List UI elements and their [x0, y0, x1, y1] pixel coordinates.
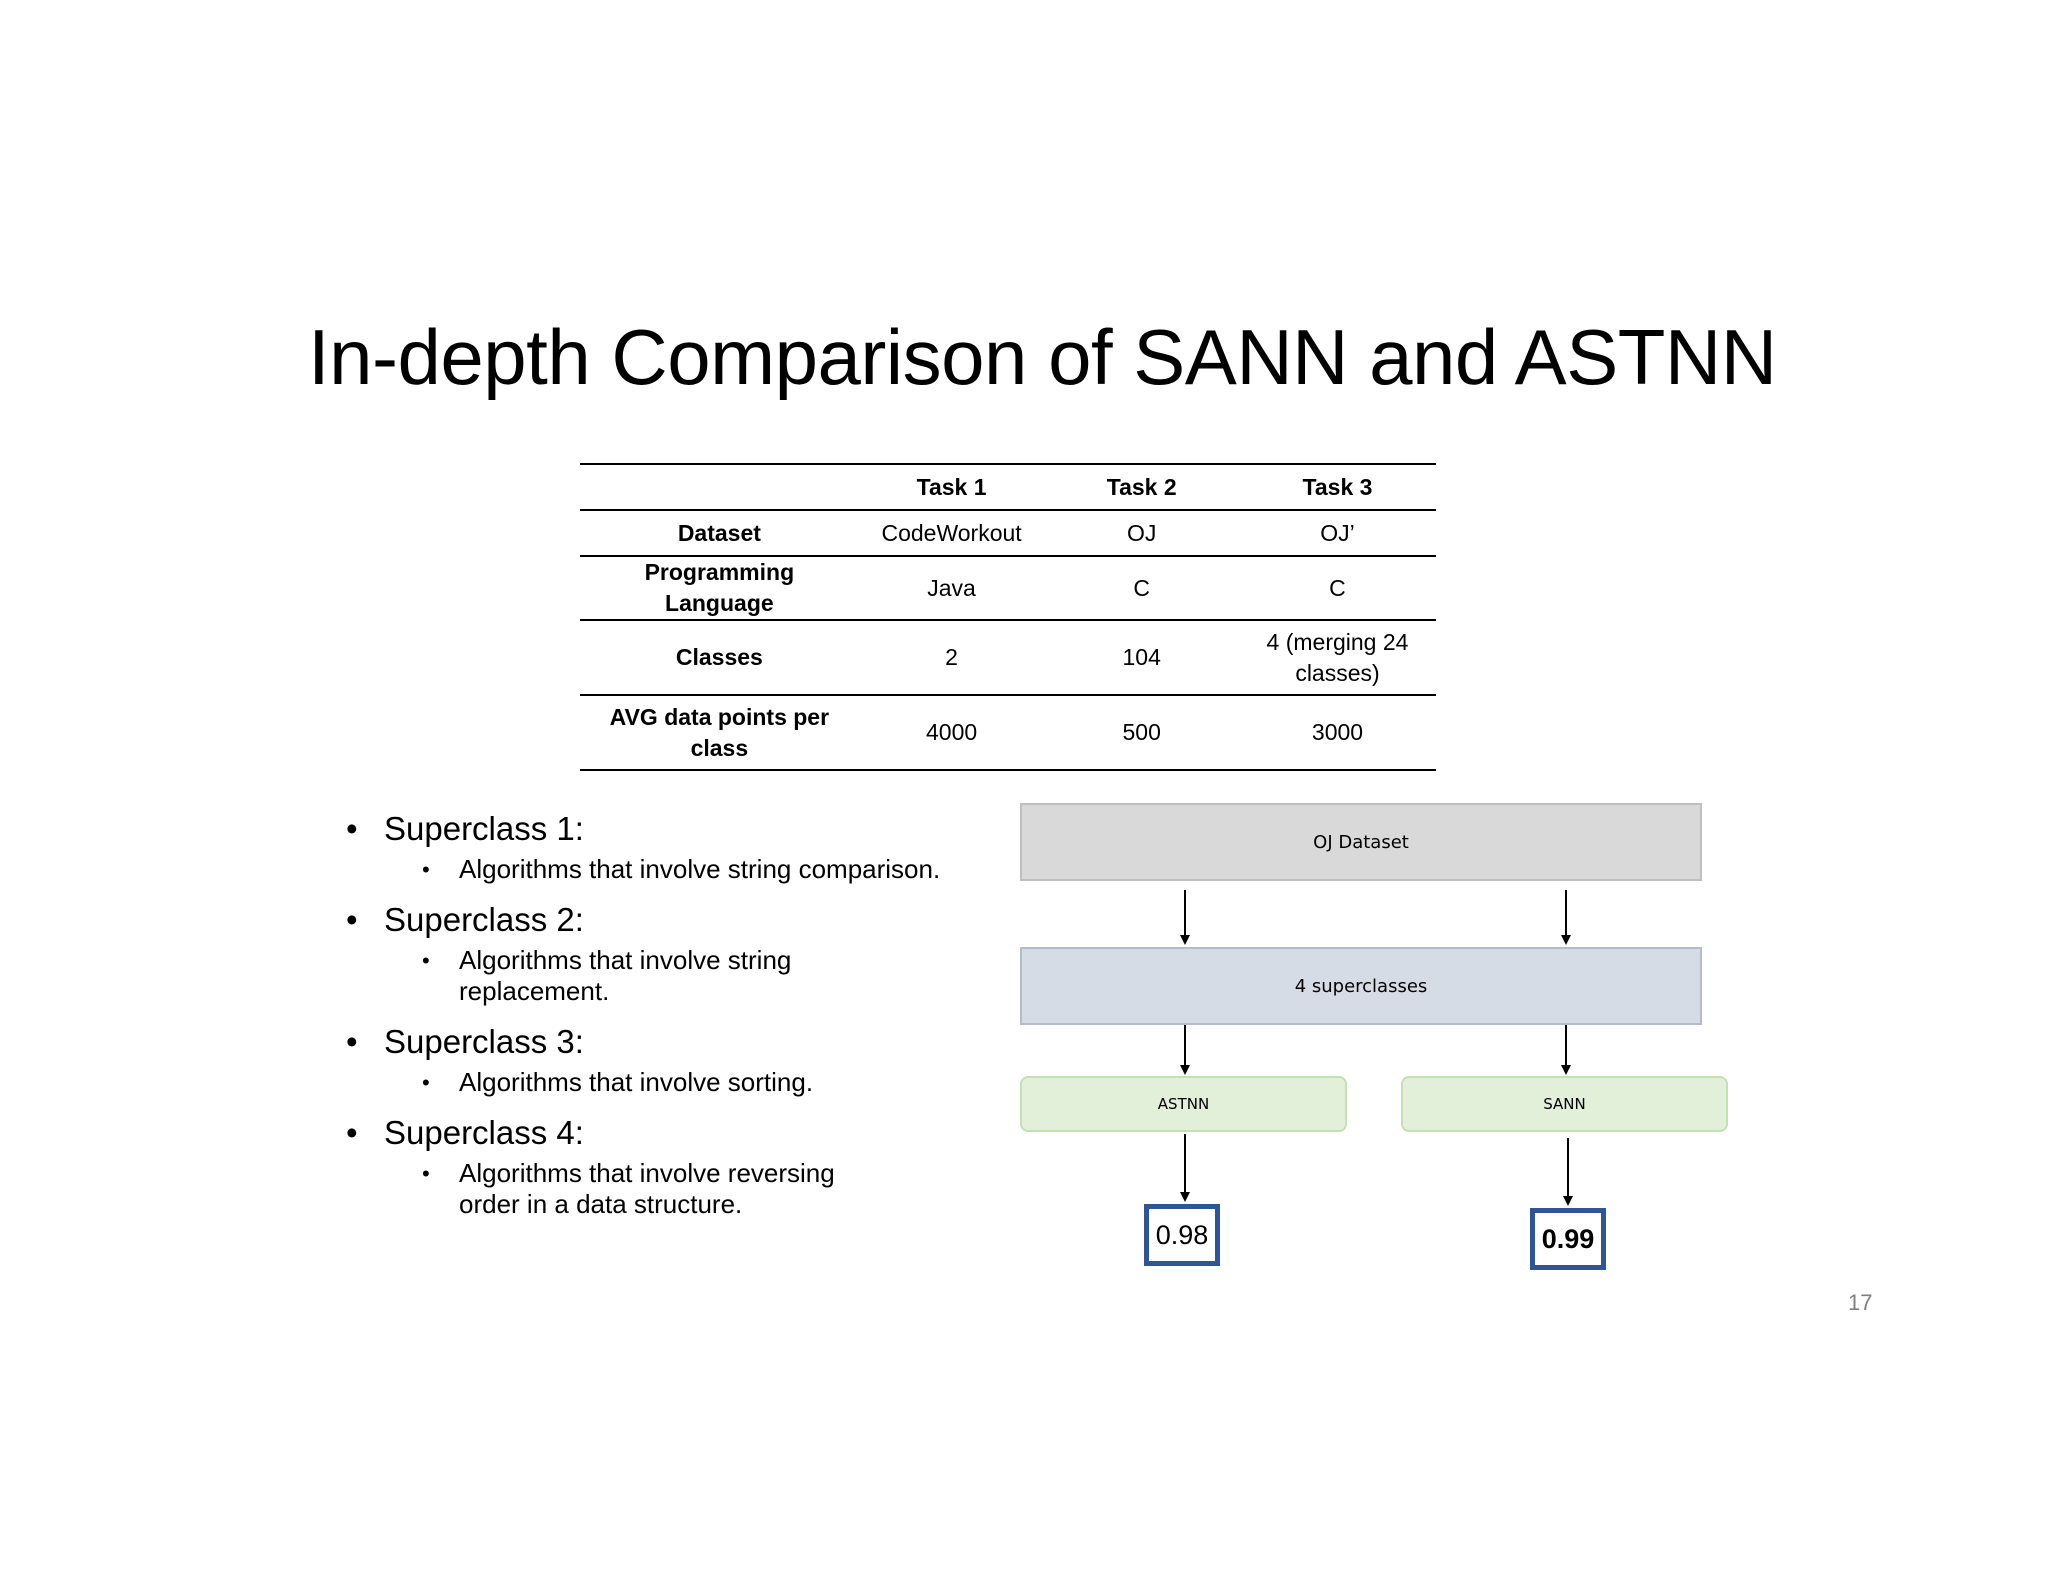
table-header-cell — [580, 463, 859, 511]
superclass-title: Superclass 3: — [340, 1021, 980, 1063]
table-cell: 4 (merging 24 classes) — [1238, 620, 1436, 696]
superclass-detail: Algorithms that involve sorting. — [340, 1067, 899, 1098]
sann-model-box: SANN — [1401, 1076, 1728, 1132]
superclass-title: Superclass 1: — [340, 808, 980, 850]
table-row: AVG data points per class 4000 500 3000 — [580, 695, 1436, 771]
superclass-title: Superclass 4: — [340, 1112, 980, 1154]
table-header-cell: Task 1 — [858, 463, 1045, 511]
comparison-table: Task 1 Task 2 Task 3 Dataset CodeWorkout… — [580, 463, 1436, 771]
astnn-score-box: 0.98 — [1144, 1204, 1220, 1266]
table-cell: C — [1044, 556, 1239, 621]
table-cell: OJ’ — [1238, 510, 1436, 557]
table-row-label: AVG data points per class — [580, 695, 859, 771]
table-cell: 500 — [1044, 695, 1239, 771]
slide-title: In-depth Comparison of SANN and ASTNN — [308, 313, 1777, 401]
table-row: Dataset CodeWorkout OJ OJ’ — [580, 510, 1436, 557]
table-cell: CodeWorkout — [858, 510, 1045, 557]
superclass-detail: Algorithms that involve reversing order … — [340, 1158, 899, 1220]
sann-score-box: 0.99 — [1530, 1208, 1606, 1270]
table-cell: C — [1238, 556, 1436, 621]
superclasses-box: 4 superclasses — [1020, 947, 1702, 1025]
table-row: Classes 2 104 4 (merging 24 classes) — [580, 620, 1436, 696]
page-number: 17 — [1848, 1290, 1873, 1315]
table-header-cell: Task 3 — [1238, 463, 1436, 511]
table-row: Programming Language Java C C — [580, 556, 1436, 621]
table-row-label: Dataset — [580, 510, 859, 557]
table-cell: 2 — [858, 620, 1045, 696]
astnn-model-box: ASTNN — [1020, 1076, 1347, 1132]
table-cell: OJ — [1044, 510, 1239, 557]
table-header-cell: Task 2 — [1044, 463, 1239, 511]
table-header-row: Task 1 Task 2 Task 3 — [580, 463, 1436, 511]
table-cell: Java — [858, 556, 1045, 621]
table-cell: 104 — [1044, 620, 1239, 696]
table-cell: 3000 — [1238, 695, 1436, 771]
table-cell: 4000 — [858, 695, 1045, 771]
table-row-label: Programming Language — [580, 556, 859, 621]
superclass-detail: Algorithms that involve string replaceme… — [340, 945, 879, 1007]
oj-dataset-box: OJ Dataset — [1020, 803, 1702, 881]
superclass-list: Superclass 1: Algorithms that involve st… — [340, 808, 980, 1220]
superclass-title: Superclass 2: — [340, 899, 980, 941]
table-row-label: Classes — [580, 620, 859, 696]
superclass-detail: Algorithms that involve string compariso… — [340, 854, 1019, 885]
